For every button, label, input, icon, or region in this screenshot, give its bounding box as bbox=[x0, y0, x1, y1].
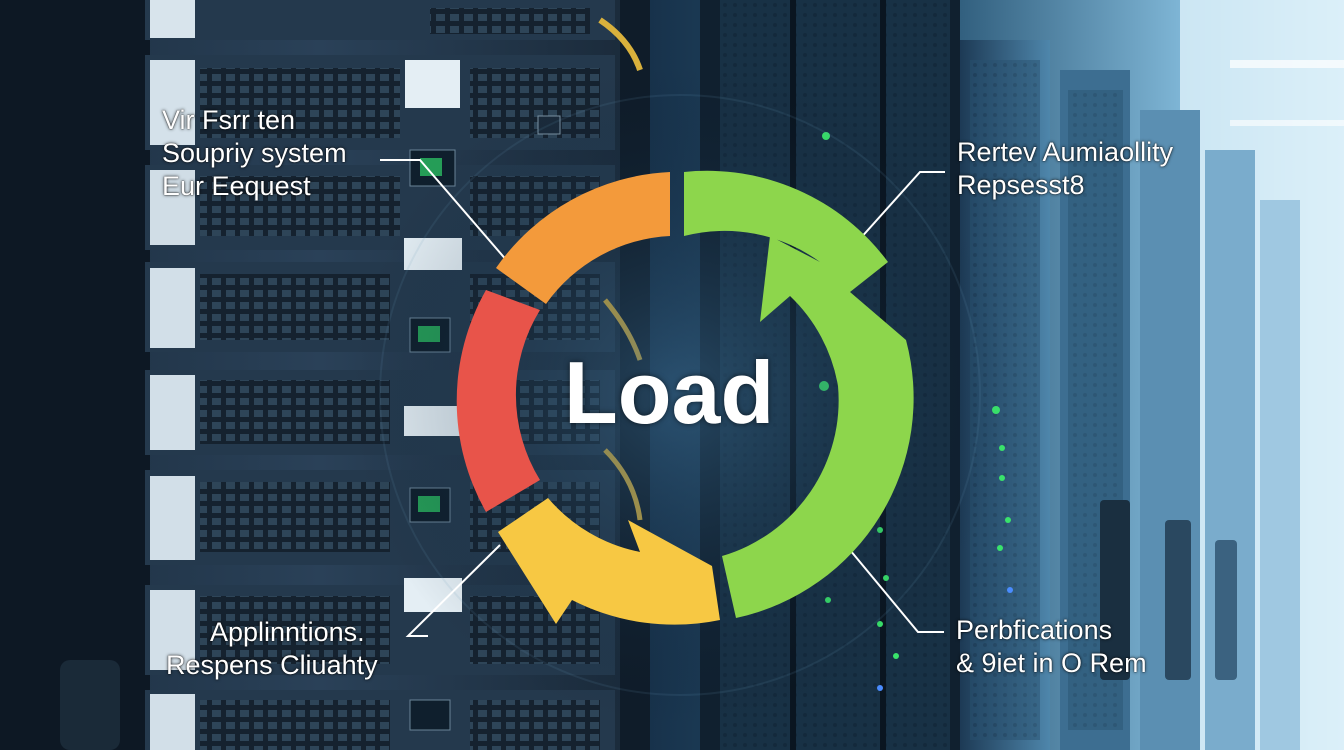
label-line: Applinntions. bbox=[210, 617, 365, 647]
ring-segment-red bbox=[456, 290, 540, 512]
label-bottom-left: Applinntions. Respens Cliuahty bbox=[166, 616, 378, 682]
label-line: Soupriy system bbox=[162, 138, 347, 168]
label-line: Repsesst8 bbox=[957, 170, 1085, 200]
label-line: Respens Cliuahty bbox=[166, 650, 378, 680]
center-title: Load bbox=[564, 343, 775, 442]
label-top-left: Vir Fsrr ten Soupriy system Eur Eequest bbox=[162, 104, 347, 203]
label-line: & 9iet in O Rem bbox=[956, 648, 1147, 678]
ring-segment-yellow bbox=[498, 498, 720, 625]
label-line: Perbfications bbox=[956, 615, 1113, 645]
connector-lines bbox=[380, 159, 945, 637]
label-line: Rertev Aumiaollity bbox=[957, 137, 1174, 167]
ring-segment-green bbox=[684, 170, 914, 618]
load-cycle-ring bbox=[456, 170, 914, 625]
label-line: Vir Fsrr ten bbox=[162, 105, 296, 135]
label-line: Eur Eequest bbox=[162, 171, 311, 201]
ring-segment-orange bbox=[496, 172, 670, 304]
label-top-right: Rertev Aumiaollity Repsesst8 bbox=[957, 136, 1173, 202]
label-bottom-right: Perbfications & 9iet in O Rem bbox=[956, 614, 1147, 680]
